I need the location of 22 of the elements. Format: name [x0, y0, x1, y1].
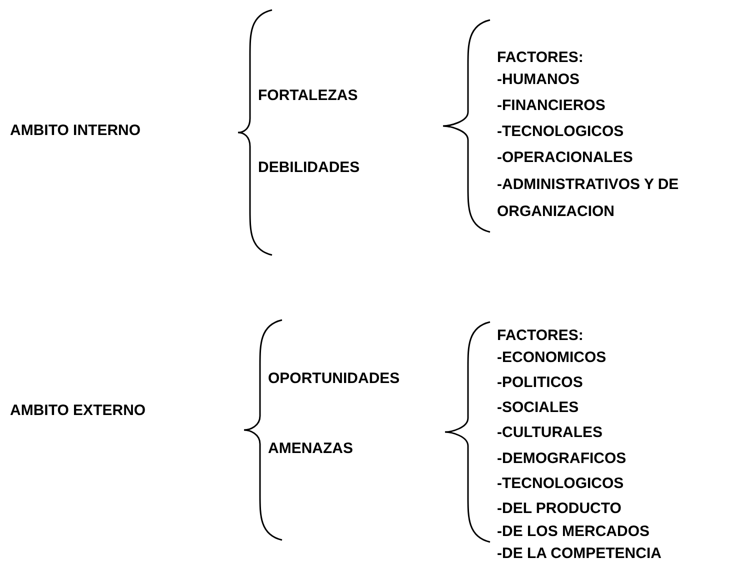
label-text: AMENAZAS: [268, 439, 353, 459]
label-text: AMBITO EXTERNO: [10, 401, 146, 421]
label-text: FACTORES:: [497, 48, 584, 68]
label-text: -DE LOS MERCADOS: [497, 522, 650, 542]
label-text: -SOCIALES: [497, 398, 579, 418]
label-text: -DEL PRODUCTO: [497, 499, 622, 519]
label-text: -TECNOLOGICOS: [497, 474, 624, 494]
label-text: -CULTURALES: [497, 423, 603, 443]
label-text: DEBILIDADES: [258, 158, 360, 178]
label-text: -ECONOMICOS: [497, 348, 606, 368]
label-text: FACTORES:: [497, 326, 584, 346]
label-text: -ADMINISTRATIVOS Y DE ORGANIZACION: [497, 175, 680, 222]
label-text: AMBITO INTERNO: [10, 121, 141, 141]
label-text: -TECNOLOGICOS: [497, 122, 624, 142]
label-text: -POLITICOS: [497, 373, 583, 393]
label-text: -DE LA COMPETENCIA: [497, 544, 662, 564]
label-text: -DEMOGRAFICOS: [497, 449, 626, 469]
label-text: -OPERACIONALES: [497, 148, 633, 168]
label-text: FORTALEZAS: [258, 86, 358, 106]
label-text: -HUMANOS: [497, 70, 580, 90]
label-text: -FINANCIEROS: [497, 96, 606, 116]
label-text: OPORTUNIDADES: [268, 369, 400, 389]
